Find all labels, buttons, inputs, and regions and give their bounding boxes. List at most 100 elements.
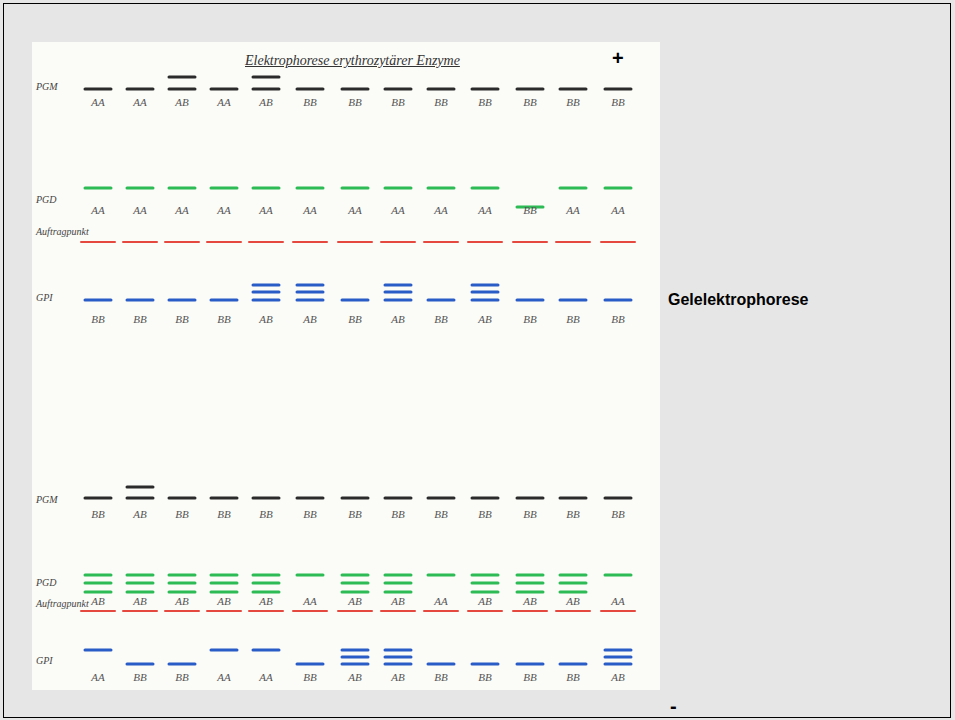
application-line (165, 241, 199, 243)
genotype-label: AA (91, 97, 104, 108)
genotype-label: BB (478, 672, 491, 683)
genotype-label: AB (259, 314, 272, 325)
genotype-label: AB (217, 596, 230, 607)
enzyme-band (253, 591, 279, 594)
genotype-label: AB (478, 596, 491, 607)
application-line (249, 610, 283, 612)
genotype-label: BB (133, 672, 146, 683)
genotype-label: BB (523, 314, 536, 325)
enzyme-band (428, 88, 454, 91)
application-line (556, 610, 590, 612)
genotype-label: AB (523, 596, 536, 607)
genotype-label: BB (566, 672, 579, 683)
enzyme-band (428, 187, 454, 190)
application-line (468, 241, 502, 243)
enzyme-band (472, 299, 498, 302)
enzyme-band (253, 582, 279, 585)
enzyme-name: GPI (36, 656, 53, 666)
method-label: Gelelektrophorese (668, 292, 809, 308)
enzyme-band (253, 76, 279, 79)
application-line (123, 241, 157, 243)
genotype-label: BB (434, 672, 447, 683)
enzyme-band (297, 88, 323, 91)
genotype-label: AA (217, 97, 230, 108)
enzyme-band (517, 574, 543, 577)
enzyme-band (560, 574, 586, 577)
enzyme-band (211, 574, 237, 577)
genotype-label: BB (303, 672, 316, 683)
enzyme-band (85, 591, 111, 594)
genotype-label: AA (91, 672, 104, 683)
enzyme-band (560, 591, 586, 594)
enzyme-band (85, 497, 111, 500)
genotype-label: AB (91, 596, 104, 607)
enzyme-band (169, 663, 195, 666)
genotype-label: BB (303, 509, 316, 520)
genotype-label: AB (133, 596, 146, 607)
enzyme-band (517, 582, 543, 585)
enzyme-band (211, 497, 237, 500)
genotype-label: BB (478, 97, 491, 108)
application-line (165, 610, 199, 612)
enzyme-band (342, 574, 368, 577)
enzyme-band (169, 582, 195, 585)
enzyme-band (169, 76, 195, 79)
enzyme-band (385, 663, 411, 666)
enzyme-band (127, 663, 153, 666)
application-line (123, 610, 157, 612)
enzyme-band (169, 187, 195, 190)
enzyme-band (560, 582, 586, 585)
genotype-label: BB (348, 97, 361, 108)
enzyme-band (127, 299, 153, 302)
genotype-label: BB (391, 509, 404, 520)
application-line (601, 610, 635, 612)
polarity-sign: - (670, 696, 677, 716)
enzyme-band (472, 663, 498, 666)
genotype-label: AB (611, 672, 624, 683)
enzyme-band (472, 187, 498, 190)
application-line (381, 241, 415, 243)
enzyme-band (297, 663, 323, 666)
enzyme-band (342, 591, 368, 594)
enzyme-band (253, 649, 279, 652)
enzyme-band (211, 591, 237, 594)
genotype-label: AA (217, 672, 230, 683)
enzyme-band (560, 88, 586, 91)
enzyme-band (605, 299, 631, 302)
enzyme-band (472, 284, 498, 287)
genotype-label: BB (611, 97, 624, 108)
enzyme-name: Auftragpunkt (36, 227, 89, 237)
enzyme-band (297, 299, 323, 302)
enzyme-band (169, 574, 195, 577)
enzyme-band (127, 497, 153, 500)
genotype-label: AB (478, 314, 491, 325)
genotype-label: AB (259, 596, 272, 607)
genotype-label: BB (611, 314, 624, 325)
application-line (293, 241, 327, 243)
enzyme-band (253, 284, 279, 287)
genotype-label: BB (566, 97, 579, 108)
genotype-label: AB (348, 596, 361, 607)
genotype-label: BB (259, 509, 272, 520)
enzyme-band (297, 574, 323, 577)
enzyme-band (127, 88, 153, 91)
application-line (207, 241, 241, 243)
enzyme-band (211, 88, 237, 91)
enzyme-band (385, 591, 411, 594)
application-line (601, 241, 635, 243)
genotype-label: BB (217, 314, 230, 325)
genotype-label: BB (175, 672, 188, 683)
enzyme-band (517, 88, 543, 91)
genotype-label: AA (133, 97, 146, 108)
enzyme-band (428, 663, 454, 666)
enzyme-band (342, 88, 368, 91)
genotype-label: AA (611, 205, 624, 216)
enzyme-band (385, 187, 411, 190)
enzyme-band (85, 299, 111, 302)
application-line (338, 241, 372, 243)
enzyme-band (605, 663, 631, 666)
application-line (338, 610, 372, 612)
polarity-sign: + (612, 48, 624, 68)
application-line (556, 241, 590, 243)
application-line (381, 610, 415, 612)
